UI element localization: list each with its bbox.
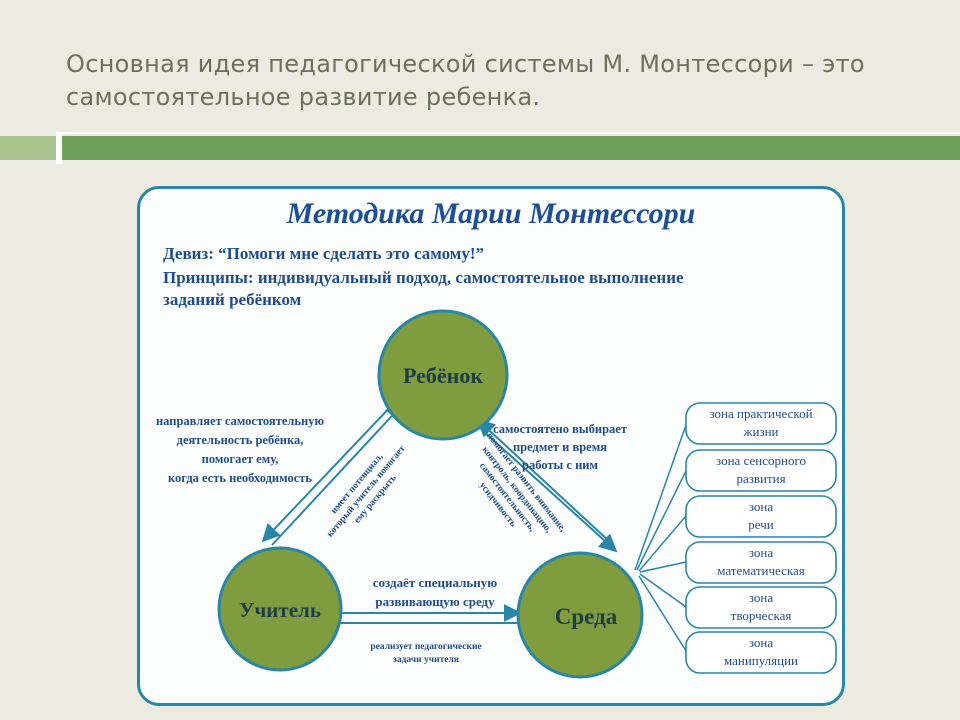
zone-label: манипуляции bbox=[724, 653, 798, 668]
decor-bar-line bbox=[62, 132, 960, 134]
decor-bar-main bbox=[62, 136, 960, 160]
diagram-graphics: Ребёнок Учитель Среда направляет самосто… bbox=[156, 309, 837, 679]
label-teacher-env: создаёт специальную развивающую среду bbox=[373, 575, 498, 609]
label-child-teacher-line: который учитель помогает bbox=[325, 443, 408, 539]
principles-line-2: заданий ребёнком bbox=[163, 290, 302, 309]
label-child-env-line: самостоятено выбирает bbox=[493, 422, 627, 436]
zone-label: зона сенсорного bbox=[716, 453, 806, 468]
label-teacher-child-line: деятельность ребёнка, bbox=[177, 433, 304, 447]
label-child-env: самостоятено выбирает предмет и время ра… bbox=[493, 422, 627, 472]
decor-bar-left bbox=[0, 136, 56, 160]
zone-label: жизни bbox=[743, 424, 779, 439]
arrow-teacher-to-child bbox=[271, 402, 405, 546]
node-child-circle bbox=[377, 309, 509, 441]
zone-label: зона bbox=[749, 499, 774, 514]
zone-box bbox=[685, 586, 837, 629]
label-child-env-line: работы с ним bbox=[522, 458, 598, 472]
zone-list: зона практической жизни зона сенсорного … bbox=[685, 402, 837, 674]
node-teacher-label: Учитель bbox=[239, 598, 321, 622]
node-teacher-circle bbox=[217, 546, 343, 672]
slide-title-line-2: самостоятельное развитие ребенка. bbox=[66, 83, 541, 111]
zone-box bbox=[685, 495, 837, 538]
arrow-child-to-teacher bbox=[261, 401, 396, 543]
decor-bar-gap bbox=[56, 132, 62, 164]
zone-label: развития bbox=[736, 471, 785, 486]
zone-label: зона практической bbox=[709, 406, 812, 421]
zone-connectors bbox=[634, 424, 687, 652]
node-environment-circle bbox=[516, 551, 644, 679]
label-child-teacher: имеет потенциал, который учитель помогае… bbox=[325, 443, 408, 539]
zone-label: зона bbox=[749, 590, 774, 605]
label-env-teacher-line: задачи учителя bbox=[393, 655, 459, 665]
zone-label: речи bbox=[748, 517, 773, 532]
zone-label: творческая bbox=[731, 608, 792, 623]
label-teacher-child-line: направляет самостоятельную bbox=[156, 414, 324, 428]
label-teacher-env-line: создаёт специальную bbox=[373, 575, 498, 590]
label-teacher-child-line: когда есть необходимость bbox=[168, 471, 312, 485]
arrow-child-to-env bbox=[480, 428, 618, 553]
label-teacher-child-line: помогает ему, bbox=[202, 452, 279, 466]
diagram-title: Методика Марии Монтессори bbox=[286, 197, 696, 230]
zone-box bbox=[685, 631, 837, 674]
principles-line-1: Принципы: индивидуальный подход, самосто… bbox=[163, 268, 684, 287]
montessori-diagram: Методика Марии Монтессори Девиз: “Помоги… bbox=[137, 186, 845, 706]
zone-box bbox=[685, 402, 837, 445]
diagram-principles: Принципы: индивидуальный подход, самосто… bbox=[163, 267, 803, 311]
arrow-env-to-child bbox=[476, 418, 611, 543]
zone-label: математическая bbox=[717, 563, 805, 578]
label-child-env-line: предмет и время bbox=[513, 440, 607, 454]
zone-box bbox=[685, 541, 837, 584]
zone-label: зона bbox=[749, 545, 774, 560]
zone-label: зона bbox=[749, 635, 774, 650]
node-child-label: Ребёнок bbox=[403, 363, 483, 388]
diagram-motto: Девиз: “Помоги мне сделать это самому!” bbox=[163, 244, 484, 263]
slide-title: Основная идея педагогической системы М. … bbox=[66, 48, 926, 114]
slide-title-line-1: Основная идея педагогической системы М. … bbox=[66, 50, 865, 78]
label-env-teacher-line: реализует педагогические bbox=[370, 642, 481, 652]
node-environment-label: Среда bbox=[555, 604, 618, 629]
label-teacher-child: направляет самостоятельную деятельность … bbox=[156, 414, 324, 485]
label-teacher-env-line: развивающую среду bbox=[375, 594, 495, 609]
zone-box bbox=[685, 449, 837, 492]
label-env-teacher: реализует педагогические задачи учителя bbox=[370, 642, 481, 665]
